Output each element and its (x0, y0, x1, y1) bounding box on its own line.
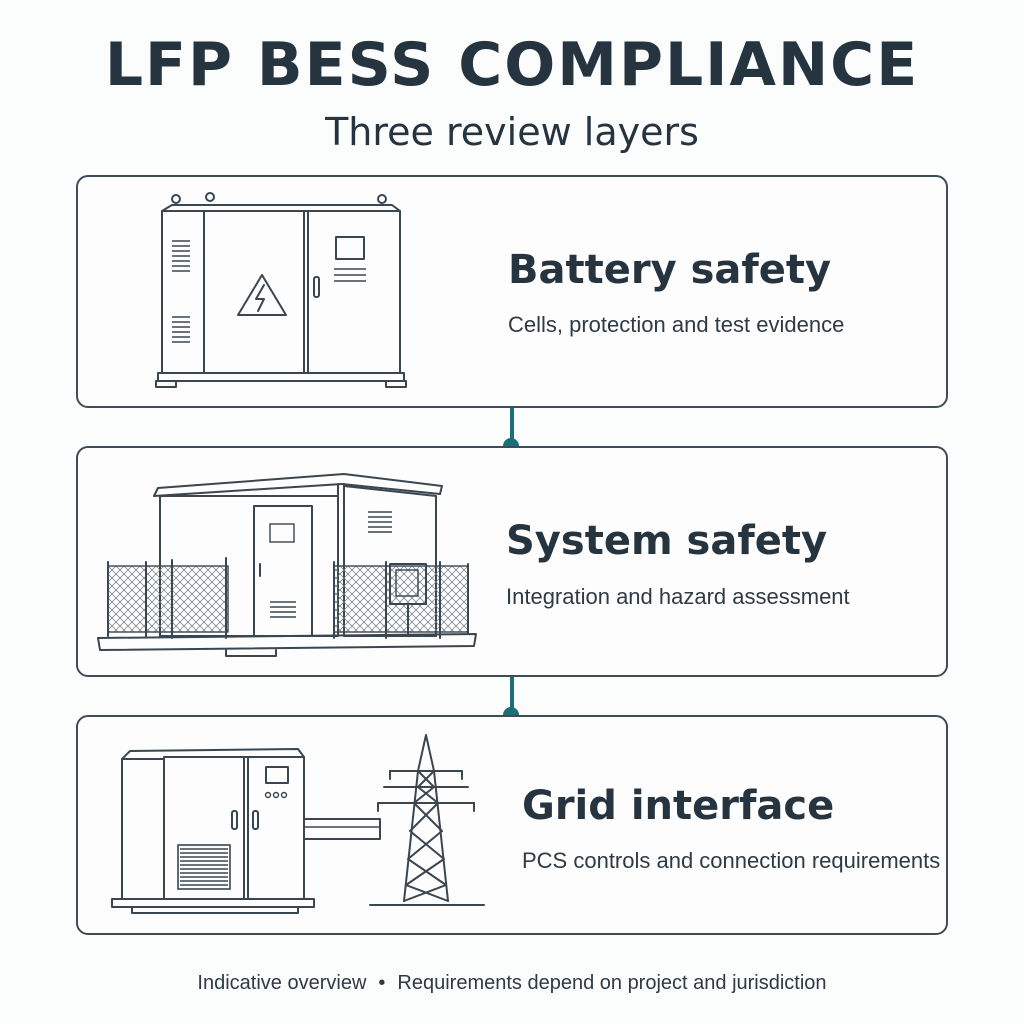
layer-heading: Grid interface (522, 783, 835, 829)
fenced-enclosure-icon (97, 473, 477, 657)
battery-container-icon (155, 192, 407, 388)
layer-description: PCS controls and connection requirements (522, 848, 941, 873)
layer-heading: Battery safety (508, 247, 832, 293)
connector-line-2 (510, 677, 514, 715)
layer-card-system-safety: System safety Integration and hazard ass… (76, 446, 948, 677)
connector-line-1 (510, 408, 514, 446)
page-subtitle: Three review layers (325, 110, 699, 154)
layer-description: Integration and hazard assessment (506, 584, 850, 609)
pcs-transmission-tower-icon (111, 734, 485, 914)
layer-card-battery-safety: Battery safety Cells, protection and tes… (76, 175, 948, 408)
footer-left: Indicative overview (197, 972, 367, 994)
layer-card-grid-interface: Grid interface PCS controls and connecti… (76, 715, 948, 935)
layer-description: Cells, protection and test evidence (508, 312, 845, 337)
page-title: LFP BESS COMPLIANCE (104, 30, 920, 100)
layer-heading: System safety (506, 518, 828, 564)
footer-note: Indicative overview • Requirements depend … (0, 972, 1024, 995)
footer-right: Requirements depend on project and juris… (397, 972, 827, 994)
footer-separator: • (378, 972, 386, 994)
